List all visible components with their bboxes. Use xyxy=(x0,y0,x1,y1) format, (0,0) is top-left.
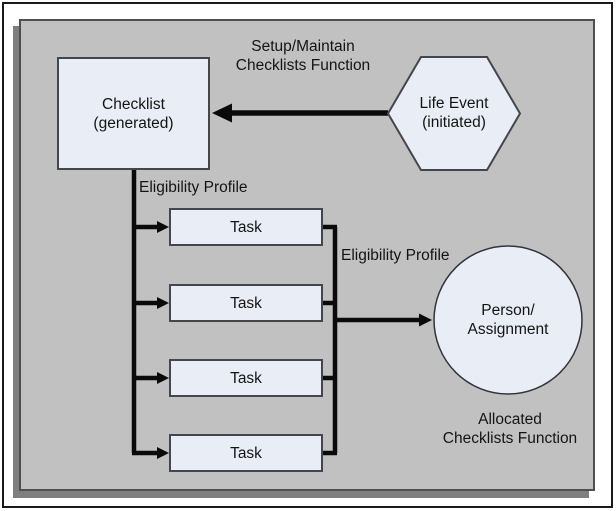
person-assignment-circle xyxy=(433,245,583,395)
arrowhead-tasks-to-person xyxy=(419,313,432,327)
allocated-checklists-caption: Allocated Checklists Function xyxy=(425,410,595,448)
checklist-node-label-line1: Checklist xyxy=(102,95,165,113)
eligibility-profile-caption-left: Eligibility Profile xyxy=(139,179,248,196)
checklist-node-label-line2: (generated) xyxy=(93,114,174,132)
setup-maintain-caption-line1: Setup/Maintain xyxy=(251,38,355,55)
arrowhead-task-4 xyxy=(157,447,169,459)
arrowhead-task-3 xyxy=(157,372,169,384)
task-node-1: Task xyxy=(169,208,323,246)
arrowhead-task-2 xyxy=(157,297,169,309)
life-event-label-line1: Life Event xyxy=(419,95,489,112)
arrowhead-lifeevent-to-checklist xyxy=(212,103,232,123)
allocated-checklists-caption-line1: Allocated xyxy=(478,411,542,428)
task-node-3: Task xyxy=(169,359,323,397)
setup-maintain-caption-line2: Checklists Function xyxy=(235,57,371,74)
life-event-node-label: Life Event (initiated) xyxy=(388,94,520,132)
person-assignment-label-line2: Assignment xyxy=(467,321,549,338)
person-assignment-node-label: Person/ Assignment xyxy=(433,301,583,339)
setup-maintain-caption: Setup/Maintain Checklists Function xyxy=(211,37,395,75)
arrowhead-task-1 xyxy=(157,221,169,233)
task-node-2-label: Task xyxy=(230,294,262,312)
task-node-4: Task xyxy=(169,434,323,472)
task-node-2: Task xyxy=(169,284,323,322)
life-event-hexagon xyxy=(386,56,522,171)
eligibility-profile-caption-right: Eligibility Profile xyxy=(341,247,450,264)
task-node-1-label: Task xyxy=(230,218,262,236)
person-assignment-label-line1: Person/ xyxy=(481,302,535,319)
task-node-3-label: Task xyxy=(230,369,262,387)
allocated-checklists-caption-line2: Checklists Function xyxy=(442,430,578,447)
task-node-4-label: Task xyxy=(230,444,262,462)
life-event-label-line2: (initiated) xyxy=(422,114,486,131)
checklist-node: Checklist (generated) xyxy=(57,57,210,170)
